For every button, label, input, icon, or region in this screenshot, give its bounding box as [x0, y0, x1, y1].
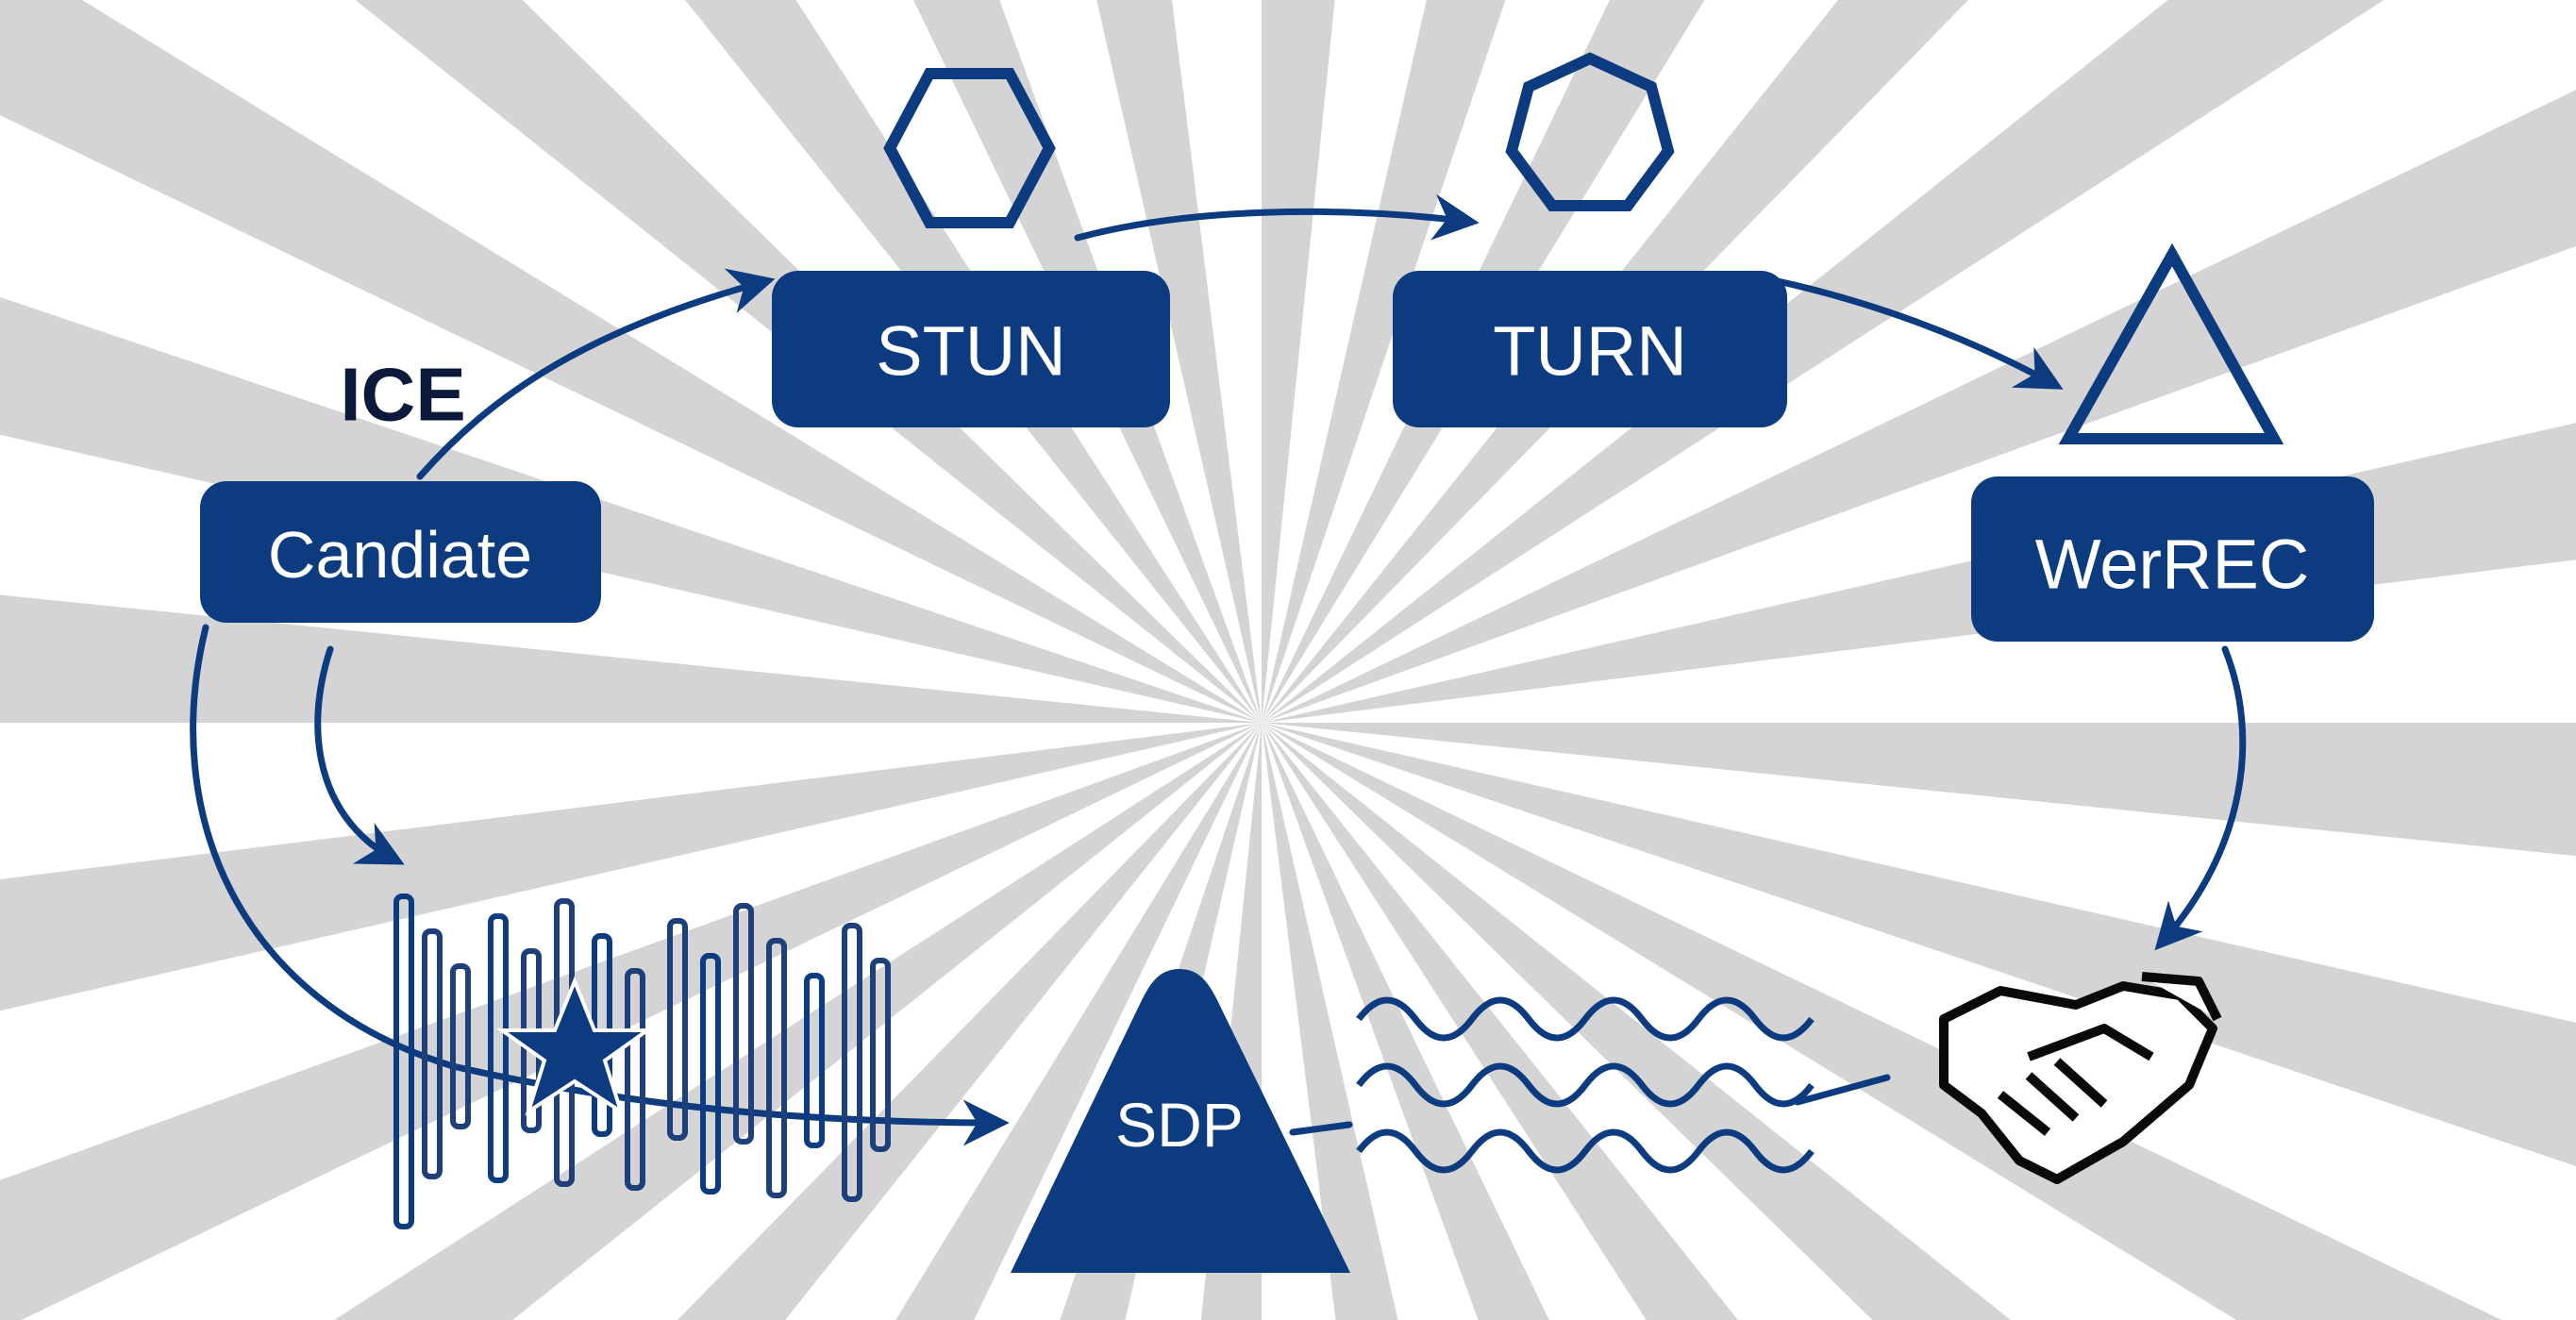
- background-ray: [1262, 0, 2384, 723]
- node-sdp-label: SDP: [1115, 1090, 1244, 1160]
- background-ray: [334, 723, 1262, 1320]
- node-turn-label: TURN: [1493, 312, 1687, 391]
- barcode-bar: [393, 894, 414, 1229]
- barcode-bar: [733, 903, 754, 1145]
- background-ray: [1262, 723, 2502, 1320]
- triangle-icon: [2058, 242, 2284, 444]
- barcode-bar: [700, 953, 721, 1195]
- background-ray: [1262, 723, 1398, 1320]
- connector-sdp-to-waves: [1289, 1121, 1353, 1136]
- background-ray: [1262, 723, 2576, 857]
- heptagon-icon: [1505, 52, 1675, 211]
- node-webrtc[interactable]: WerREC: [1971, 476, 2374, 642]
- node-candidate-label: Candiate: [268, 518, 532, 592]
- node-stun-label: STUN: [876, 312, 1065, 391]
- node-turn[interactable]: TURN: [1393, 271, 1787, 427]
- background-ray: [0, 296, 1262, 723]
- connector-handshake-to-waves: [1794, 1074, 1891, 1106]
- background-ray: [1262, 723, 2011, 1320]
- barcode-bar: [488, 913, 509, 1183]
- arrow-stun-to-turn: [1074, 193, 1480, 242]
- background-ray: [0, 594, 1262, 723]
- background-ray: [1262, 723, 2576, 1166]
- barcode-bar: [450, 963, 471, 1129]
- barcode-bar: [842, 923, 862, 1202]
- background-ray: [1262, 723, 1738, 1320]
- background-ray: [0, 723, 1262, 1320]
- barcode-bar: [625, 968, 645, 1191]
- ice-label: ICE: [340, 353, 465, 437]
- background-ray: [677, 723, 1262, 1320]
- star-icon: [495, 976, 654, 1116]
- background-ray: [895, 723, 1262, 1320]
- node-webrtc-label: WerREC: [2035, 526, 2310, 604]
- background-ray: [1262, 90, 2576, 723]
- barcode-bar: [870, 958, 891, 1152]
- handshake-icon: [1939, 972, 2222, 1184]
- background-ray: [0, 0, 1262, 723]
- barcode-bar: [422, 928, 443, 1179]
- barcode-bar: [667, 918, 688, 1141]
- background-ray: [1262, 723, 1549, 1320]
- arrow-webrtc-to-handshake: [2154, 645, 2247, 951]
- node-stun[interactable]: STUN: [772, 271, 1170, 427]
- barcode-bar: [804, 973, 825, 1148]
- hexagon-icon: [883, 68, 1056, 228]
- background-ray: [1096, 0, 1262, 723]
- arrow-turn-to-triangle: [1761, 275, 2064, 390]
- background-ray: [0, 723, 1262, 1011]
- node-sdp[interactable]: SDP: [1011, 969, 1350, 1273]
- wave-icon: [1356, 996, 1815, 1174]
- background-ray: [1262, 0, 1506, 723]
- node-candidate[interactable]: Candiate: [200, 481, 601, 623]
- background-ray: [1262, 0, 1335, 723]
- barcode-bar: [766, 938, 787, 1198]
- arrow-candidate-loop: [314, 645, 405, 865]
- arrow-candidate-to-stun: [416, 268, 776, 480]
